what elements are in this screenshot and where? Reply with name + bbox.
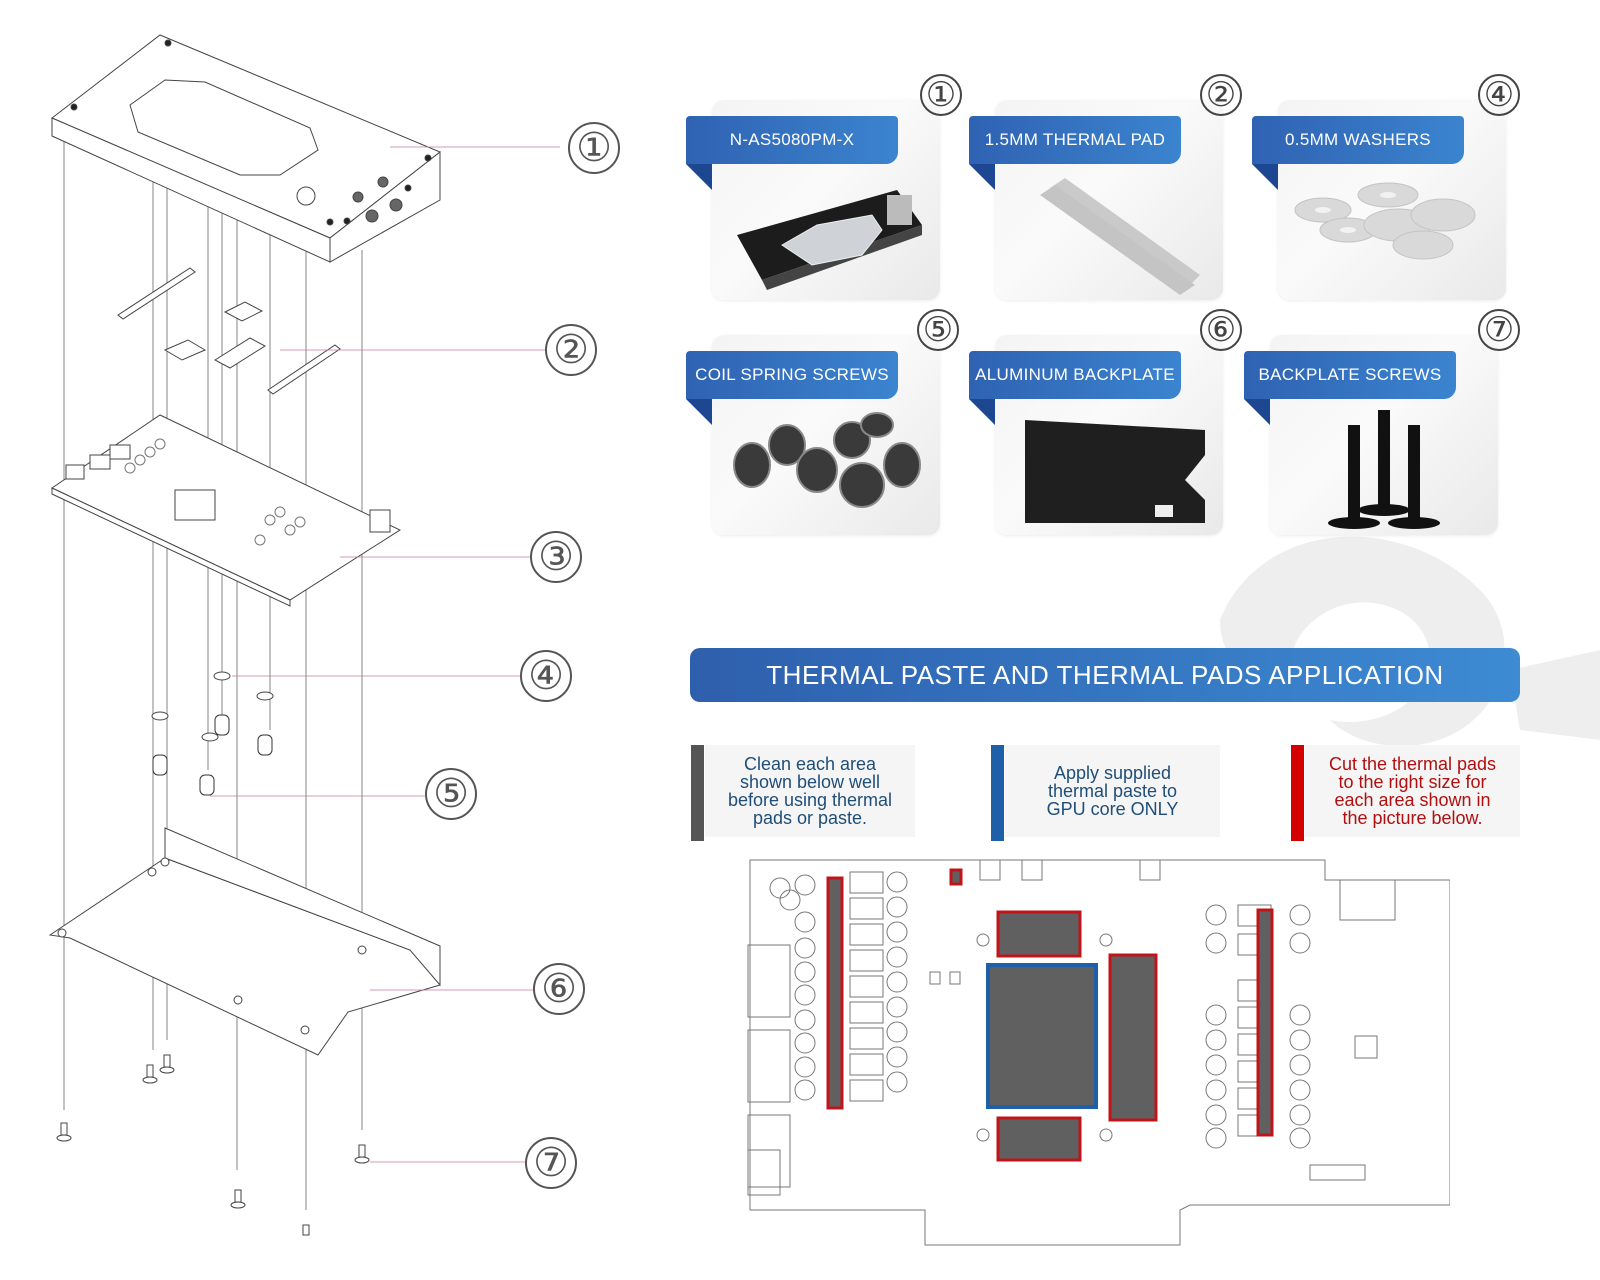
callout-6: ⑥ xyxy=(533,963,585,1015)
banner-title: THERMAL PASTE AND THERMAL PADS APPLICATI… xyxy=(766,659,1444,690)
thermal-pad-areas xyxy=(826,868,1274,1162)
washers-drawing xyxy=(151,671,274,742)
thermal-pads-drawing xyxy=(117,267,341,395)
thermal-application-banner: THERMAL PASTE AND THERMAL PADS APPLICATI… xyxy=(690,648,1520,702)
instruction-bar-red xyxy=(1291,745,1304,841)
thermal-pad-image xyxy=(1040,178,1200,295)
backplate-image xyxy=(1025,420,1205,523)
instruction-bar-blue xyxy=(991,745,1004,841)
part-number: ⑦ xyxy=(1478,309,1520,351)
backplate-screws-image xyxy=(1328,410,1440,529)
pcb-drawing xyxy=(50,414,402,607)
part-label: N-AS5080PM-X xyxy=(686,116,898,190)
spring-screws-drawing xyxy=(152,714,273,796)
backplate-drawing xyxy=(48,827,441,1056)
backplate-screws-drawing xyxy=(56,1054,370,1236)
leader-lines xyxy=(210,146,560,1163)
part-card-backplate-screws: BACKPLATE SCREWS ⑦ xyxy=(1244,309,1520,535)
pad-memory-top xyxy=(996,910,1082,958)
exploded-assembly-diagram: ① ② ③ ④ ⑤ ⑥ ⑦ xyxy=(0,0,640,1280)
callout-4: ④ xyxy=(520,650,572,702)
part-number: ② xyxy=(1200,74,1242,116)
pad-memory-bottom xyxy=(996,1116,1082,1162)
washers-image xyxy=(1294,182,1476,260)
part-label: 0.5MM WASHERS xyxy=(1252,116,1464,190)
pad-right-vrm xyxy=(1256,908,1274,1137)
pcb-thermal-layout xyxy=(740,850,1451,1250)
instruction-clean: Clean each area shown below well before … xyxy=(691,745,915,841)
callout-5: ⑤ xyxy=(425,768,477,820)
part-card-thermal-pad: 1.5MM THERMAL PAD ② xyxy=(969,74,1242,300)
pad-memory-right xyxy=(1108,953,1158,1122)
part-label: COIL SPRING SCREWS xyxy=(686,351,898,425)
instruction-bar-gray xyxy=(691,745,704,841)
callout-2: ② xyxy=(545,324,597,376)
pcb-outline-drawing xyxy=(747,859,1451,1246)
part-number: ① xyxy=(920,74,962,116)
left-vrm-components xyxy=(769,871,908,1102)
callout-3: ③ xyxy=(530,531,582,583)
spring-screws-image xyxy=(733,412,921,508)
instruction-cut-pads: Cut the thermal pads to the right size f… xyxy=(1291,745,1520,841)
water-block-drawing xyxy=(51,34,441,263)
part-card-washers: 0.5MM WASHERS ④ xyxy=(1252,74,1520,300)
part-number: ④ xyxy=(1478,74,1520,116)
part-card-water-block: N-AS5080PM-X ① xyxy=(686,74,962,300)
pad-small-chip xyxy=(949,868,963,886)
part-label: BACKPLATE SCREWS xyxy=(1244,351,1456,425)
right-vrm-components xyxy=(1205,904,1311,1149)
part-label: 1.5MM THERMAL PAD xyxy=(969,116,1181,190)
part-label: ALUMINUM BACKPLATE xyxy=(969,351,1181,425)
water-block-image xyxy=(737,190,922,290)
part-number: ⑤ xyxy=(917,309,959,351)
exploded-line-drawing xyxy=(48,34,560,1236)
instruction-text: Cut the thermal pads to the right size f… xyxy=(1328,754,1497,828)
pad-left-vrm xyxy=(826,876,844,1110)
callout-1: ① xyxy=(568,122,620,174)
callout-7: ⑦ xyxy=(525,1137,577,1189)
part-card-aluminum-backplate: ALUMINUM BACKPLATE ⑥ xyxy=(969,309,1242,535)
instruction-text: Clean each area shown below well before … xyxy=(727,754,893,828)
instruction-paste: Apply supplied thermal paste to GPU core… xyxy=(991,745,1220,841)
part-card-coil-spring-screws: COIL SPRING SCREWS ⑤ xyxy=(686,309,959,535)
part-number: ⑥ xyxy=(1200,309,1242,351)
gpu-core-paste-area xyxy=(986,963,1098,1109)
instruction-text: Apply supplied thermal paste to GPU core… xyxy=(1046,763,1179,819)
